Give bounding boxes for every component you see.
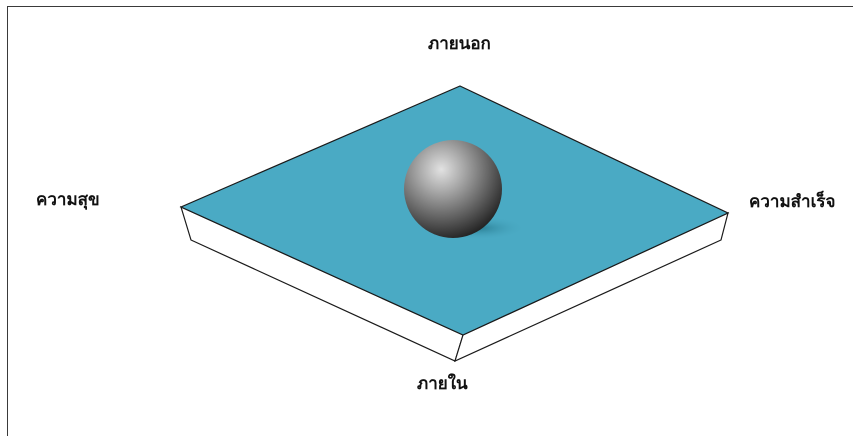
sphere xyxy=(404,140,502,238)
label-happiness: ความสุข xyxy=(36,192,100,209)
label-outside: ภายนอก xyxy=(428,36,491,53)
diagram-canvas xyxy=(0,0,853,427)
label-inside: ภายใน xyxy=(417,376,468,393)
label-success: ความสำเร็จ xyxy=(749,194,836,211)
